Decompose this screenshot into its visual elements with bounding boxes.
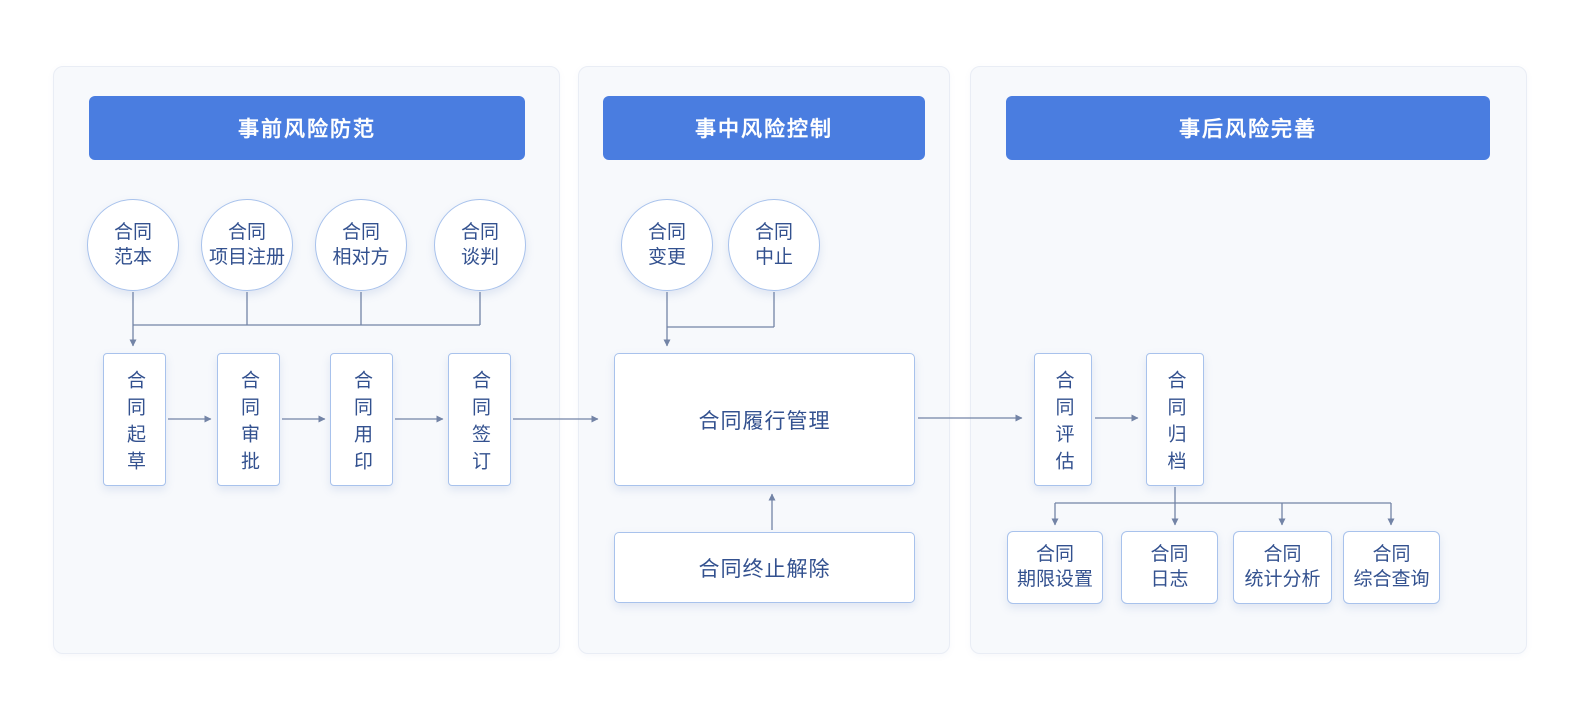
node-contract-negotiation: 合同 谈判	[434, 199, 526, 291]
header-pre-event-risk: 事前风险防范	[89, 96, 525, 160]
node-contract-sealing: 合同用印	[330, 353, 393, 486]
header-in-event-risk: 事中风险控制	[603, 96, 925, 160]
node-contract-archiving: 合同归档	[1146, 353, 1204, 486]
node-contract-suspension: 合同 中止	[728, 199, 820, 291]
node-contract-template: 合同 范本	[87, 199, 179, 291]
node-contract-comprehensive-query: 合同 综合查询	[1343, 531, 1440, 604]
header-post-event-risk: 事后风险完善	[1006, 96, 1490, 160]
node-contract-performance-management: 合同履行管理	[614, 353, 915, 486]
node-contract-termination-release: 合同终止解除	[614, 532, 915, 603]
node-contract-counterparty: 合同 相对方	[315, 199, 407, 291]
node-contract-drafting: 合同起草	[103, 353, 166, 486]
node-contract-term-setting: 合同 期限设置	[1007, 531, 1103, 604]
node-contract-change: 合同 变更	[621, 199, 713, 291]
node-contract-log: 合同 日志	[1121, 531, 1218, 604]
node-contract-approval: 合同审批	[217, 353, 280, 486]
node-contract-statistics-analysis: 合同 统计分析	[1233, 531, 1332, 604]
node-contract-signing: 合同签订	[448, 353, 511, 486]
node-contract-project-registration: 合同 项目注册	[201, 199, 293, 291]
node-contract-evaluation: 合同评估	[1034, 353, 1092, 486]
